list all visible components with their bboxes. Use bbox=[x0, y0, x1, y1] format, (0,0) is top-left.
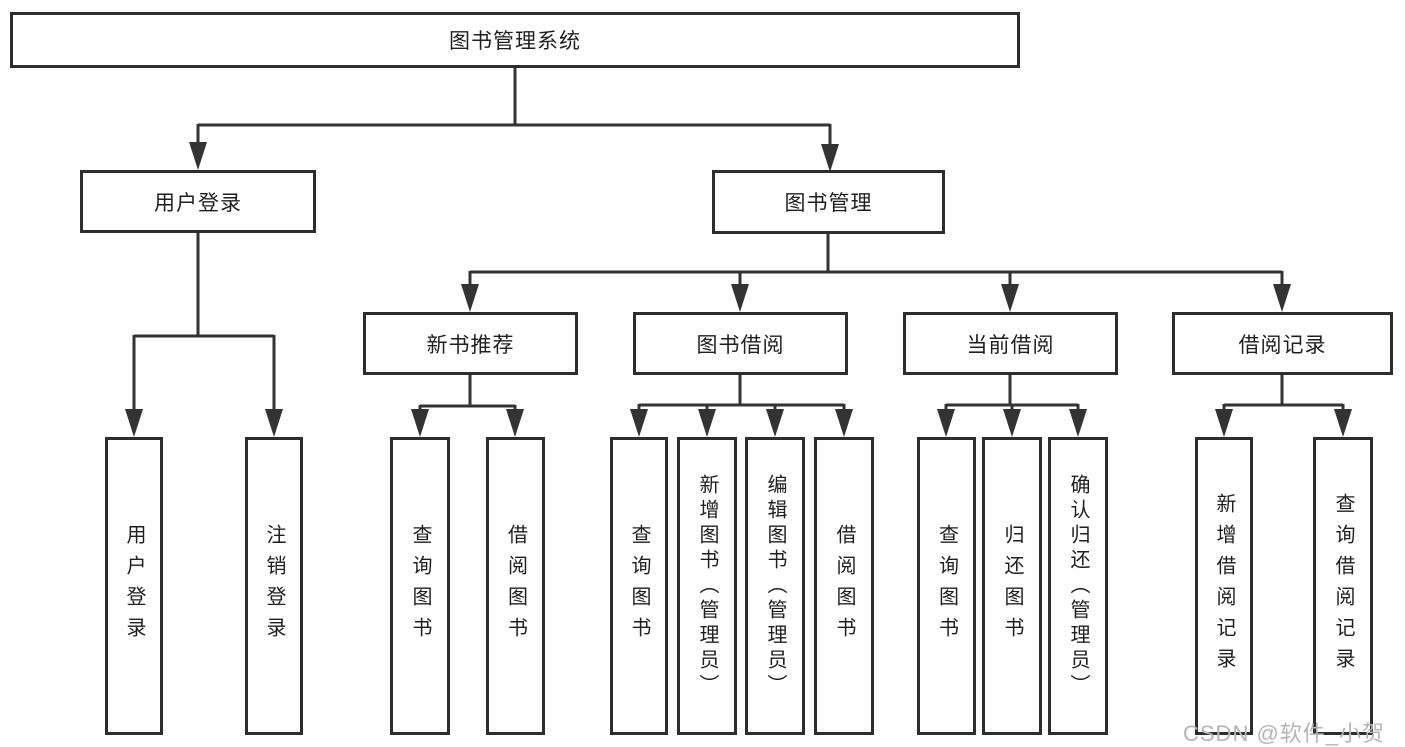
node-book-mgmt-label: 图书管理 bbox=[784, 192, 873, 215]
leaf-add-borrow-record: 新增借阅记录 bbox=[1195, 437, 1253, 735]
leaf-borrow-book-1: 借阅图书 bbox=[486, 437, 545, 735]
leaf-borrow-book-2: 借阅图书 bbox=[814, 437, 874, 735]
node-current-borrow-label: 当前借阅 bbox=[966, 333, 1055, 357]
leaf-logout-label: 注销登录 bbox=[263, 524, 285, 648]
node-user-login-label: 用户登录 bbox=[154, 191, 242, 215]
node-book-borrow: 图书借阅 bbox=[633, 312, 848, 375]
leaf-return-book: 归还图书 bbox=[982, 437, 1042, 735]
node-book-borrow-label: 图书借阅 bbox=[696, 333, 785, 357]
leaf-add-borrow-record-label: 新增借阅记录 bbox=[1213, 493, 1235, 679]
node-root-label: 图书管理系统 bbox=[449, 30, 581, 53]
node-current-borrow: 当前借阅 bbox=[903, 312, 1118, 375]
csdn-watermark: CSDN @软件_小贺同学 bbox=[1183, 721, 1386, 746]
leaf-borrow-book-1-label: 借阅图书 bbox=[504, 524, 527, 648]
leaf-borrow-book-2-label: 借阅图书 bbox=[833, 524, 855, 648]
leaf-query-book-2-label: 查询图书 bbox=[628, 524, 650, 648]
leaf-query-borrow-record-label: 查询借阅记录 bbox=[1332, 493, 1354, 679]
node-book-mgmt: 图书管理 bbox=[712, 170, 945, 234]
leaf-confirm-return-admin-label: 确认归还（管理员） bbox=[1067, 473, 1089, 699]
leaf-edit-book-admin-label: 编辑图书（管理员） bbox=[764, 473, 786, 699]
leaf-query-book-1: 查询图书 bbox=[390, 437, 450, 735]
node-new-book-recommend-label: 新书推荐 bbox=[426, 333, 515, 357]
leaf-add-book-admin-label: 新增图书（管理员） bbox=[696, 473, 718, 699]
leaf-query-book-3-label: 查询图书 bbox=[935, 524, 958, 648]
node-new-book-recommend: 新书推荐 bbox=[363, 312, 578, 375]
leaf-user-login: 用户登录 bbox=[105, 437, 163, 735]
node-user-login: 用户登录 bbox=[80, 170, 316, 233]
leaf-edit-book-admin: 编辑图书（管理员） bbox=[745, 437, 805, 735]
leaf-return-book-label: 归还图书 bbox=[1001, 524, 1023, 648]
leaf-confirm-return-admin: 确认归还（管理员） bbox=[1048, 437, 1108, 735]
leaf-add-book-admin: 新增图书（管理员） bbox=[677, 437, 737, 735]
leaf-query-book-3: 查询图书 bbox=[917, 437, 976, 735]
node-root: 图书管理系统 bbox=[10, 12, 1020, 68]
node-borrow-record: 借阅记录 bbox=[1172, 312, 1393, 375]
arrowhead-icons bbox=[125, 142, 1352, 437]
leaf-query-book-2: 查询图书 bbox=[610, 437, 668, 735]
leaf-query-book-1-label: 查询图书 bbox=[409, 524, 431, 648]
leaf-user-login-label: 用户登录 bbox=[123, 524, 145, 648]
node-borrow-record-label: 借阅记录 bbox=[1238, 333, 1327, 357]
leaf-logout: 注销登录 bbox=[245, 437, 303, 735]
leaf-query-borrow-record: 查询借阅记录 bbox=[1313, 437, 1373, 735]
